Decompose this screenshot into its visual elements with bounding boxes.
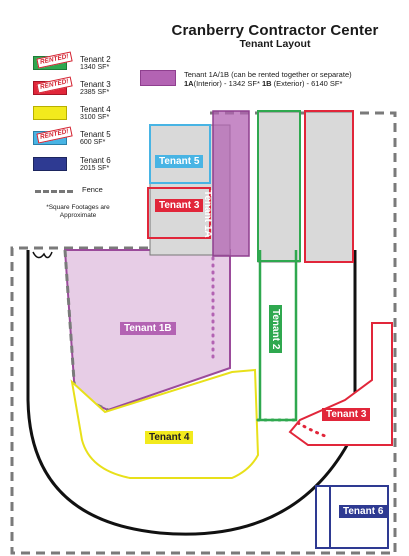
tenant2-building-outline: [257, 110, 301, 262]
tenant3-building-label: Tenant 3: [155, 199, 204, 212]
fence-legend-line: [35, 190, 73, 193]
tenant3-yard-label: Tenant 3: [322, 408, 371, 421]
legend-swatch: RENTED!: [33, 126, 73, 145]
tenant1a-code: 1A: [184, 79, 194, 88]
tenant3-building-outline: [147, 187, 211, 239]
building-east: [304, 111, 354, 263]
tenant1b-label: Tenant 1B: [120, 322, 176, 335]
page-subtitle: Tenant Layout: [239, 38, 311, 50]
building-middle: [257, 111, 301, 263]
legend-tenant-size: 1340 SF*: [80, 64, 110, 71]
legend-tenant-size: 600 SF*: [80, 139, 106, 146]
legend-tenant-name: Tenant 2: [80, 55, 111, 64]
legend-swatch: [33, 157, 67, 171]
tenant6-edge: [316, 485, 331, 548]
dotted-line-3: [296, 421, 327, 438]
square-footage-note: *Square Footages are Approximate: [46, 204, 110, 219]
road-curve: [26, 250, 357, 536]
tenant1-legend-line2: 1A(Interior) - 1342 SF* 1B (Exterior) - …: [184, 79, 342, 88]
tenant6-label: Tenant 6: [339, 505, 388, 518]
legend-tenant-name: Tenant 6: [80, 156, 111, 165]
tenant5-label: Tenant 5: [155, 155, 204, 168]
legend-swatch: RENTED!: [33, 51, 73, 70]
tenant1-legend-line1: Tenant 1A/1B (can be rented together or …: [184, 70, 352, 79]
legend-tenant-name: Tenant 3: [80, 80, 111, 89]
page-title: Cranberry Contractor Center: [171, 22, 379, 39]
legend-tenant-size: 2015 SF*: [80, 165, 110, 172]
legend-swatch: [33, 106, 67, 120]
fence-legend-label: Fence: [82, 185, 103, 194]
legend-tenant-name: Tenant 5: [80, 130, 111, 139]
tenant1a-size: (Interior) - 1342 SF*: [193, 79, 262, 88]
tenant5-outline: [149, 124, 211, 184]
tenant4-area: [70, 368, 260, 479]
legend-tenant-name: Tenant 4: [80, 105, 111, 114]
legend-swatch: RENTED!: [33, 76, 73, 95]
tenant1-legend-swatch: [140, 70, 176, 86]
tenant1a-label: Tenant 1A: [202, 190, 213, 238]
tenant4-label: Tenant 4: [145, 431, 194, 444]
tenant1b-code: 1B: [261, 79, 272, 88]
road-arc-small-1: [32, 251, 53, 259]
tenant1a-area: [212, 110, 250, 257]
tenant1b-size: (Exterior) - 6140 SF*: [271, 79, 343, 88]
tenant2-label: Tenant 2: [269, 305, 282, 354]
tenant3-east-building-outline: [304, 110, 354, 263]
outer-fence: [10, 111, 397, 555]
legend-tenant-size: 3100 SF*: [80, 114, 110, 121]
legend-tenant-size: 2385 SF*: [80, 89, 110, 96]
